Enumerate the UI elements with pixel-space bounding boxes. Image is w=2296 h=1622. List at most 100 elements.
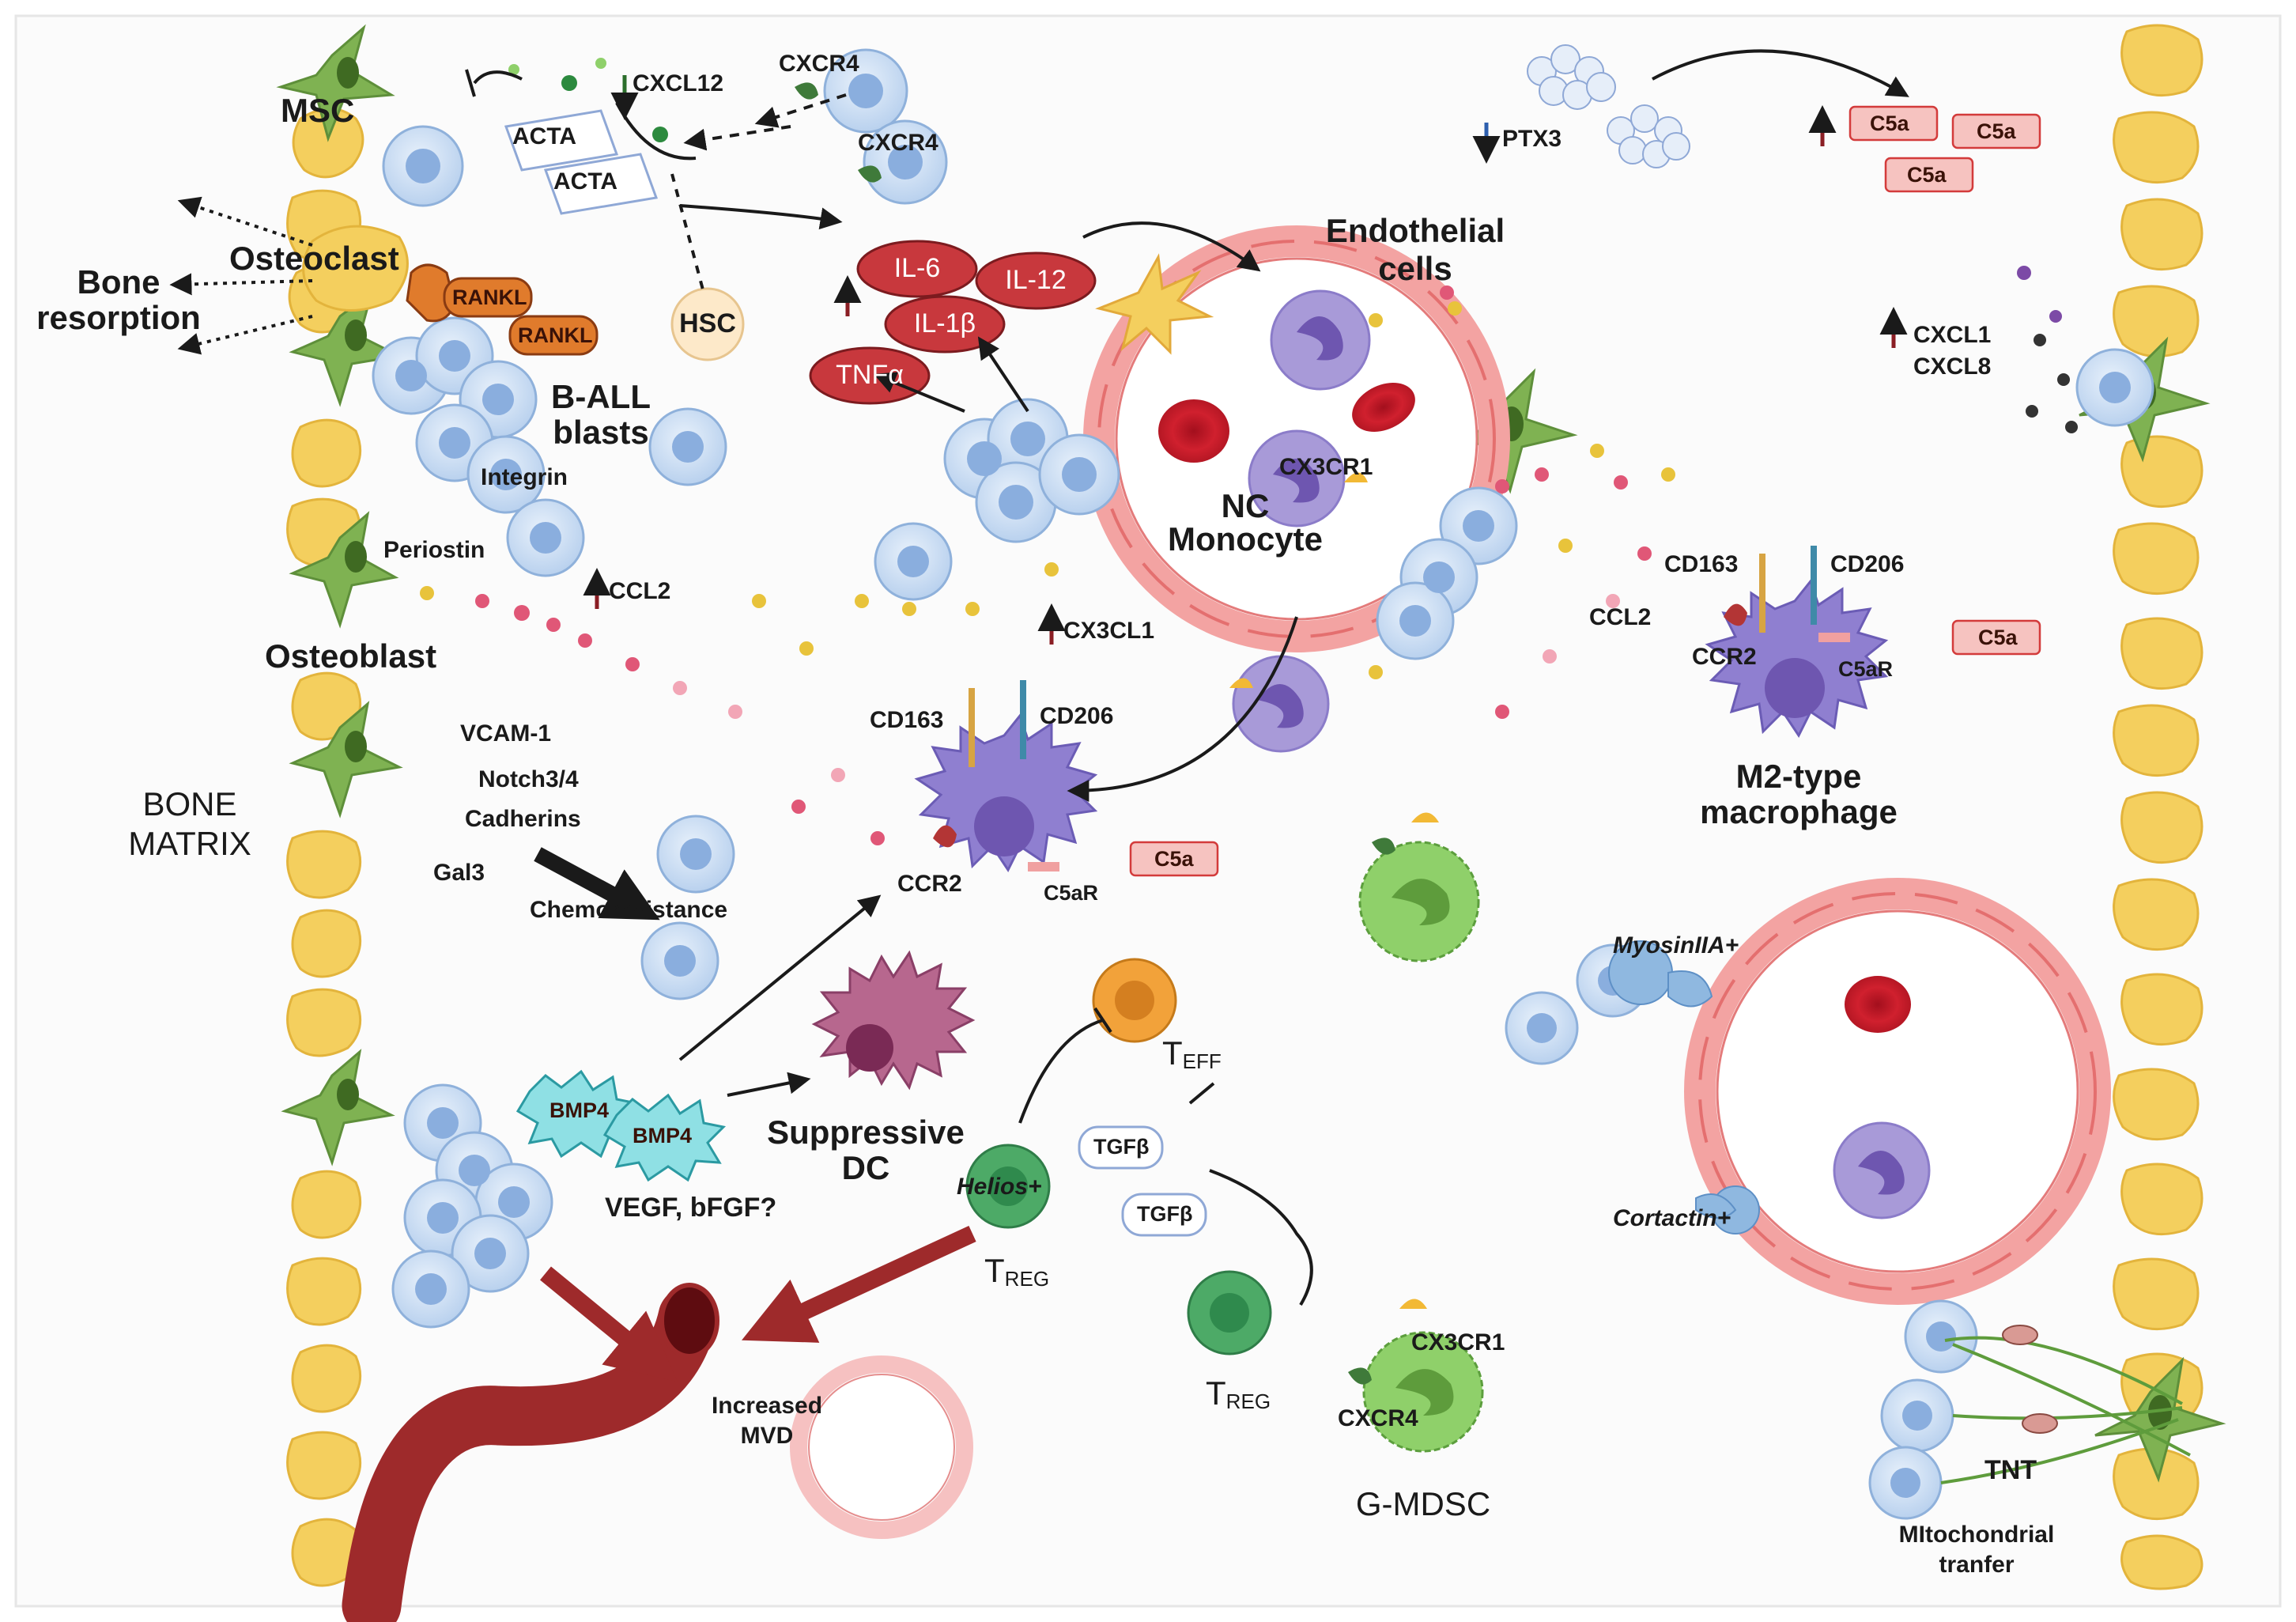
up-down-arrows — [583, 75, 1908, 645]
label-mito-1: MItochondrial — [1898, 1522, 2055, 1548]
label-ccr2-center: CCR2 — [897, 871, 962, 897]
label-ball-2: blasts — [553, 414, 649, 451]
label-mvd-2: MVD — [740, 1423, 794, 1449]
label-il6: IL-6 — [893, 253, 941, 283]
treg2-main: T — [1206, 1374, 1226, 1412]
treg1-main: T — [984, 1252, 1005, 1289]
hsc-cell — [670, 287, 745, 361]
label-vcam1: VCAM-1 — [460, 720, 552, 747]
receptors — [795, 82, 1850, 1385]
macrophages — [914, 578, 1889, 872]
label-cd163-right: CD163 — [1664, 551, 1739, 577]
label-bone-resorption-1: Bone — [77, 263, 160, 301]
label-chemoresistance: Chemoresistance — [530, 897, 728, 923]
label-gal3: Gal3 — [433, 860, 485, 886]
label-treg-2: TREG — [1206, 1374, 1271, 1413]
label-c5a-top3: C5a — [1907, 163, 1947, 187]
label-integrin: Integrin — [481, 464, 568, 490]
msc-nuclei — [337, 57, 367, 1110]
label-il12: IL-12 — [1005, 265, 1067, 295]
label-nc-monocyte-2: Monocyte — [1167, 520, 1324, 558]
label-tnt: TNT — [1984, 1455, 2037, 1485]
label-c5a-top1: C5a — [1870, 112, 1909, 135]
label-nc-monocyte-1: NC — [1221, 487, 1270, 524]
label-cxcr4-a: CXCR4 — [779, 51, 859, 77]
label-acta-b: ACTA — [553, 168, 618, 195]
ptx3-clusters — [1527, 44, 1690, 168]
mitochondria — [2002, 1325, 2058, 1434]
label-c5a-right: C5a — [1978, 626, 2018, 649]
label-msc: MSC — [281, 92, 355, 129]
label-c5ar-center: C5aR — [1044, 881, 1099, 905]
suppressive-dc — [811, 950, 976, 1091]
label-c5a-top2: C5a — [1977, 119, 2016, 143]
t-cells — [965, 958, 1272, 1355]
label-notch: Notch3/4 — [478, 766, 579, 792]
teff-sub: EFF — [1182, 1049, 1222, 1073]
label-suppressive-2: DC — [841, 1149, 890, 1186]
label-hsc: HSC — [679, 308, 736, 338]
label-gmdsc: G-MDSC — [1355, 1485, 1491, 1522]
label-vegf: VEGF, bFGF? — [605, 1193, 777, 1223]
label-rankl-b: RANKL — [518, 323, 593, 347]
red-blood-cells — [1158, 383, 1911, 1033]
label-c5a-center: C5a — [1154, 847, 1194, 871]
label-periostin: Periostin — [383, 537, 485, 563]
endothelial-star-cell — [1095, 253, 1214, 355]
vessel-opening — [659, 1283, 719, 1359]
endothelial-vessel-right — [1684, 878, 2111, 1305]
label-tgfb-a: TGFβ — [1093, 1135, 1150, 1159]
teff-main: T — [1162, 1034, 1183, 1072]
arrows — [169, 49, 1909, 1306]
treg2-sub: REG — [1225, 1389, 1271, 1413]
blast-nuclei — [395, 74, 2131, 1498]
small-vessel-bottom — [790, 1355, 973, 1539]
label-cxcl8: CXCL8 — [1913, 354, 1992, 380]
gmdsc-cells — [1358, 812, 1484, 1453]
label-teff: TEFF — [1162, 1034, 1222, 1073]
label-cd206-center: CD206 — [1040, 703, 1114, 729]
label-m2-2: macrophage — [1700, 793, 1898, 830]
right-stromal-column — [2113, 24, 2203, 1590]
label-acta-a: ACTA — [512, 123, 577, 149]
inhibition-bars — [465, 69, 1215, 1105]
label-cd163-center: CD163 — [870, 707, 944, 733]
left-stromal-column — [276, 24, 409, 1587]
rankl-shapes — [406, 263, 599, 356]
label-il1b: IL-1β — [913, 308, 976, 338]
label-cxcl1: CXCL1 — [1913, 322, 1992, 348]
monocytes — [1229, 289, 1931, 1219]
label-cx3cr1-mono: CX3CR1 — [1279, 454, 1373, 480]
treg1-sub: REG — [1004, 1266, 1050, 1291]
label-bone-matrix-2: MATRIX — [128, 825, 251, 862]
tgfb-boxes — [1078, 1125, 1207, 1237]
label-ccl2-right: CCL2 — [1589, 604, 1652, 630]
bmp4-shapes — [515, 1069, 727, 1182]
chemokine-dots — [420, 58, 2078, 845]
osteoclast-cell — [302, 225, 409, 312]
label-endothelial-1: Endothelial — [1325, 212, 1505, 249]
label-endothelial-2: cells — [1378, 250, 1452, 287]
acta-boxes — [504, 109, 659, 215]
label-tgfb-b: TGFβ — [1137, 1202, 1193, 1226]
label-bone-resorption-2: resorption — [36, 299, 201, 336]
label-suppressive-1: Suppressive — [767, 1113, 965, 1151]
label-m2-1: M2-type — [1735, 758, 1862, 795]
label-cxcl12: CXCL12 — [633, 70, 724, 96]
label-ccr2-right: CCR2 — [1692, 644, 1757, 670]
msc-cells — [276, 24, 403, 1166]
label-cxcr4-gmdsc: CXCR4 — [1338, 1405, 1418, 1431]
label-cx3cl1: CX3CL1 — [1063, 618, 1155, 644]
label-cadherins: Cadherins — [465, 806, 581, 832]
label-osteoblast: Osteoblast — [265, 637, 437, 675]
label-tnfa: TNFα — [836, 360, 904, 390]
label-c5ar-right: C5aR — [1838, 657, 1894, 681]
label-treg-1: TREG — [984, 1252, 1050, 1291]
myosin-protrusions — [1608, 940, 1760, 1234]
label-osteoclast: Osteoclast — [229, 240, 399, 277]
label-bone-matrix-1: BONE — [142, 785, 237, 822]
label-myosin: MyosinIIA+ — [1613, 932, 1739, 958]
label-ball-1: B-ALL — [551, 378, 651, 415]
label-bmp4-a: BMP4 — [549, 1098, 610, 1122]
